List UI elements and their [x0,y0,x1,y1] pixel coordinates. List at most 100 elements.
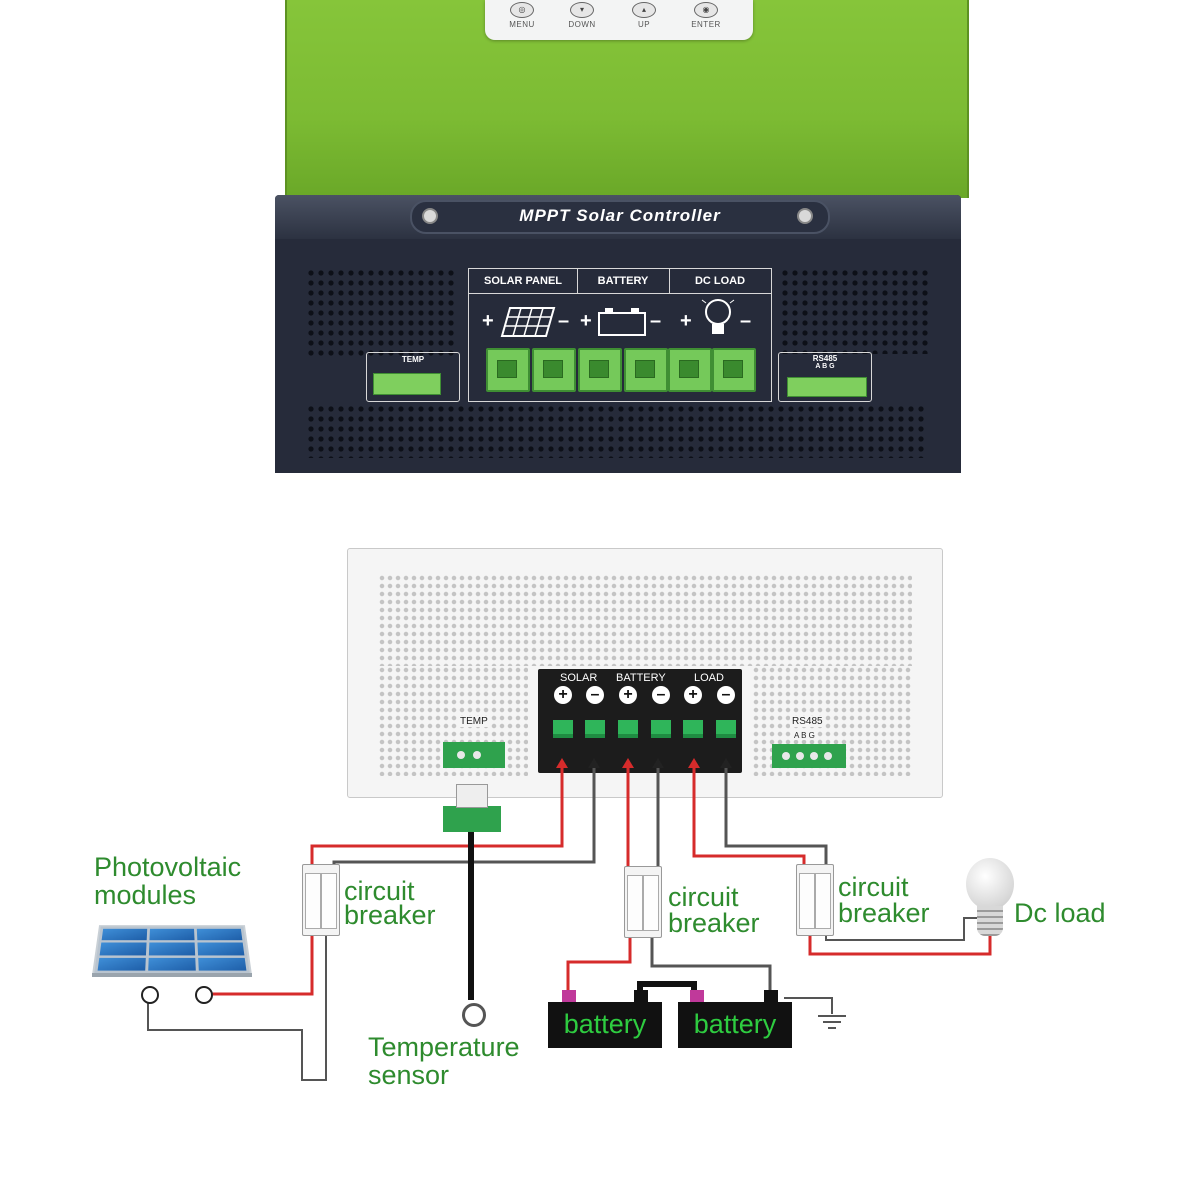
battery-2-negative-post [764,990,778,1002]
solar-panel-icon [500,307,556,337]
battery-2: battery [678,1002,792,1048]
light-bulb-icon [701,299,735,334]
solar-minus-terminal[interactable] [585,720,605,738]
battery-2-positive-post [690,990,704,1002]
pin [473,751,481,759]
pin [810,752,818,760]
plus-icon: + [680,310,692,332]
dc-load-label: Dc load [1014,898,1106,928]
battery-icon [598,308,646,336]
screw-icon [797,208,813,224]
header-battery: BATTERY [577,269,670,294]
bottom-vent [306,404,928,458]
breaker-label-2-line1: circuit [668,882,739,912]
plus-icon: + [554,686,572,704]
battery-1-positive-post [562,990,576,1002]
battery-1-negative-post [634,990,648,1002]
header-dc-load: DC LOAD [669,269,771,294]
temp-port-connector[interactable] [373,373,441,395]
breaker-label-1-line2: breaker [344,900,436,930]
load-minus-terminal[interactable] [716,720,736,738]
rs485-port-connector[interactable] [787,377,867,397]
bulb-base [977,906,1003,936]
up-arrow-icon: ▴ [632,2,656,18]
minus-icon: – [652,686,670,704]
battery-negative-terminal[interactable] [624,348,668,392]
right-vent [780,268,930,354]
battery-positive-terminal[interactable] [578,348,622,392]
plus-icon: + [619,686,637,704]
load-negative-terminal[interactable] [712,348,756,392]
diagram-rs485-port[interactable] [772,744,846,768]
down-key[interactable]: ▾ DOWN [555,2,609,29]
solar-positive-terminal[interactable] [486,348,530,392]
load-positive-terminal[interactable] [668,348,712,392]
battery-plus-terminal[interactable] [618,720,638,738]
menu-key-icon: ◎ [510,2,534,18]
rs485-port-frame: RS485 A B G [778,352,872,402]
enter-key[interactable]: ◉ ENTER [679,2,733,29]
solar-panel-icon [92,913,252,975]
menu-key-label: MENU [509,20,535,29]
battery-minus-terminal[interactable] [651,720,671,738]
temp-sensor-plug [443,806,501,832]
diagram-solar-label: SOLAR [560,672,598,684]
up-key-label: UP [637,20,651,29]
solar-plus-terminal[interactable] [553,720,573,738]
temperature-sensor-label-line1: Temperature [368,1032,520,1062]
breaker-label-3-line1: circuit [838,872,909,902]
plus-icon: + [684,686,702,704]
down-arrow-icon: ▾ [570,2,594,18]
diagram-temp-label: TEMP [458,716,490,727]
breaker-pole [815,873,831,929]
product-title: MPPT Solar Controller [410,200,830,234]
panel-negative-terminal [141,986,159,1004]
enter-key-icon: ◉ [694,2,718,18]
header-solar-panel: SOLAR PANEL [469,269,578,294]
light-bulb-icon [966,858,1014,910]
breaker-label-1-line1: circuit [344,876,415,906]
diagram-rs485-pins: A B G [792,731,817,740]
terminal-block-frame: SOLAR PANEL BATTERY DC LOAD [468,268,772,402]
solar-panel-frame [92,973,252,977]
breaker-pole [305,873,321,929]
pv-modules-label-line2: modules [94,880,197,910]
down-key-label: DOWN [568,20,596,29]
plus-icon: + [482,310,494,332]
up-key[interactable]: ▴ UP [617,2,671,29]
breaker-pole [627,875,643,931]
panel-positive-terminal [195,986,213,1004]
diagram-rs485-label: RS485 [790,716,825,727]
left-vent [306,268,458,360]
pin [796,752,804,760]
breaker-pole [643,875,659,931]
minus-icon: – [558,310,570,332]
ring-terminal-icon [462,1003,486,1027]
solar-circuit-breaker [302,864,340,936]
diagram-battery-label: BATTERY [616,672,666,684]
pin [457,751,465,759]
diagram-load-label: LOAD [694,672,724,684]
minus-icon: – [586,686,604,704]
pin [782,752,790,760]
rs485-pin-labels: A B G [815,363,835,370]
minus-icon: – [650,310,662,332]
temp-port-label: TEMP [401,355,425,364]
solar-negative-terminal[interactable] [532,348,576,392]
load-circuit-breaker [796,864,834,936]
temperature-sensor-label-line2: sensor [368,1060,450,1090]
breaker-pole [321,873,337,929]
pin [824,752,832,760]
load-plus-terminal[interactable] [683,720,703,738]
enter-key-label: ENTER [691,20,721,29]
diagram-temp-port[interactable] [443,742,505,768]
minus-icon: – [717,686,735,704]
minus-icon: – [740,310,752,332]
battery-circuit-breaker [624,866,662,938]
temp-plug-pins [456,784,488,808]
temp-port-frame: TEMP [366,352,460,402]
screw-icon [422,208,438,224]
menu-key[interactable]: ◎ MENU [495,2,549,29]
breaker-label-3-line2: breaker [838,898,930,928]
diagram-vent-top [378,574,912,666]
